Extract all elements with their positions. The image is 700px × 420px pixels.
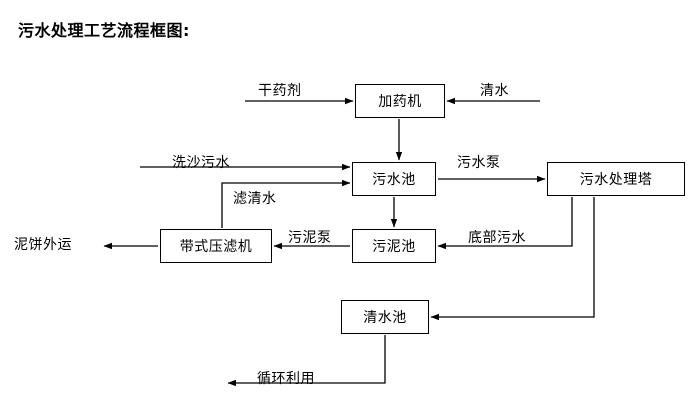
edge-tower-to-clear-water-pool [430,197,595,321]
edge-label-clean-water: 清水 [480,83,509,99]
node-label-treatment-tower: 污水处理塔 [579,172,653,188]
node-treatment-tower[interactable]: 污水处理塔 [547,162,685,196]
edge-clear-water-pool-to-recycle [227,335,386,387]
node-sludge-pool[interactable]: 污泥池 [352,229,436,263]
node-label-sewage-pool: 污水池 [372,172,416,188]
edge-label-sand-wash-sewage: 洗沙污水 [172,155,230,171]
node-sewage-pool[interactable]: 污水池 [352,162,436,196]
node-label-clear-water-pool: 清水池 [363,310,407,326]
terminal-label-mud-cake-out: 泥饼外运 [14,237,72,253]
node-dosing-machine[interactable]: 加药机 [355,84,445,118]
edge-label-filtered-water: 滤清水 [233,191,277,207]
node-label-sludge-pool: 污泥池 [372,239,416,255]
edge-label-sewage-pump: 污水泵 [457,155,501,171]
node-belt-filter-press[interactable]: 带式压滤机 [160,229,272,263]
edge-filtered-water-to-sewage-pool [221,179,351,228]
edge-label-recycle-reuse: 循环利用 [257,371,315,387]
node-clear-water-pool[interactable]: 清水池 [341,300,429,334]
node-label-belt-filter-press: 带式压滤机 [179,239,253,255]
edge-label-bottom-sewage: 底部污水 [468,230,526,246]
edge-tower-bottom-sewage-to-sludge-pool [437,197,573,250]
edge-label-dry-chemical: 干药剂 [258,83,302,99]
page-title: 污水处理工艺流程框图: [18,21,190,40]
node-label-dosing-machine: 加药机 [378,94,422,110]
edge-label-sludge-pump: 污泥泵 [288,230,332,246]
